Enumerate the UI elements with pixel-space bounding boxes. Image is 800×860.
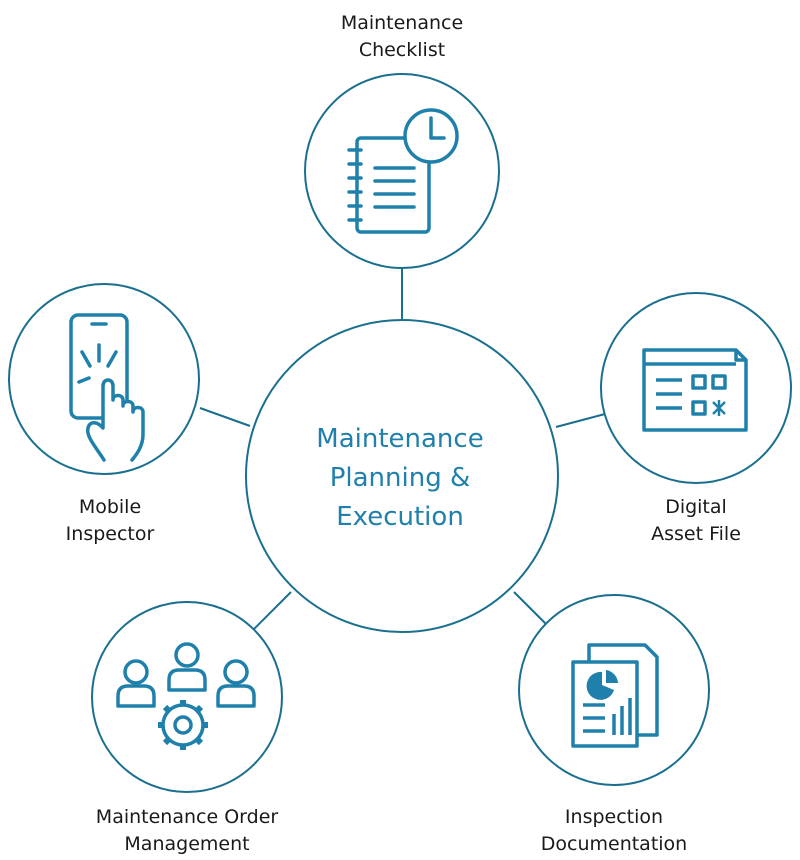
checklist-label-line-2: Checklist	[358, 39, 446, 61]
center-title-line-2: Planning &	[329, 463, 471, 493]
connector-order	[250, 591, 292, 633]
checklist-circle	[304, 73, 500, 269]
mobile-label: Mobile Inspector	[20, 494, 200, 548]
center-title: Maintenance Planning & Execution	[245, 420, 555, 537]
notebook-clock-icon	[347, 108, 459, 234]
order-label: Maintenance Order Management	[57, 804, 317, 858]
connector-mobile	[199, 407, 251, 427]
mobile-label-line-1: Mobile	[78, 496, 142, 518]
connector-inspection	[513, 591, 552, 630]
center-title-line-3: Execution	[336, 502, 464, 532]
phone-touch-icon	[69, 313, 145, 462]
qr-document-icon	[642, 348, 748, 432]
team-gear-icon	[116, 642, 256, 750]
asset-file-label-line-2: Asset File	[651, 523, 741, 545]
connector-asset-file	[555, 413, 606, 428]
checklist-label-line-1: Maintenance	[340, 12, 464, 34]
order-label-line-1: Maintenance Order	[95, 806, 279, 828]
mobile-circle	[8, 283, 200, 475]
center-title-line-1: Maintenance	[316, 424, 484, 454]
center-hub-circle	[245, 319, 559, 633]
inspection-label-line-1: Inspection	[564, 806, 664, 828]
asset-file-label-line-1: Digital	[665, 496, 727, 518]
report-chart-icon	[571, 643, 659, 748]
checklist-label: Maintenance Checklist	[302, 10, 502, 64]
order-label-line-2: Management	[124, 833, 250, 855]
inspection-label: Inspection Documentation	[499, 804, 729, 858]
order-circle	[91, 601, 283, 793]
inspection-label-line-2: Documentation	[540, 833, 688, 855]
mobile-label-line-2: Inspector	[65, 523, 155, 545]
asset-file-label: Digital Asset File	[606, 494, 786, 548]
